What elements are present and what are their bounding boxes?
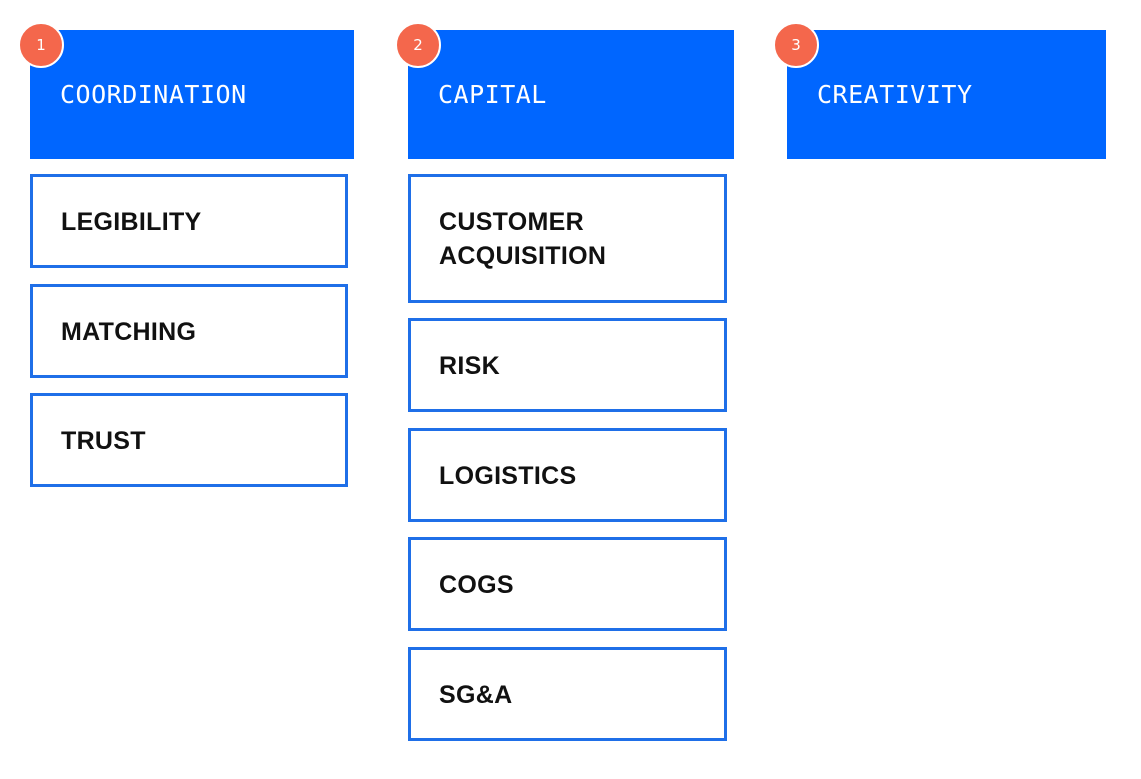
card-label: RISK [439,352,500,380]
card-legibility: LEGIBILITY [30,174,348,268]
column-header-capital: CAPITAL [408,30,734,159]
column-number-badge: 2 [395,22,441,68]
column-header-coordination: COORDINATION [30,30,354,159]
column-header-creativity: CREATIVITY [787,30,1106,159]
card-sga: SG&A [408,647,727,741]
column-title: COORDINATION [60,80,247,109]
card-label: SG&A [439,681,513,709]
column-number-badge: 1 [18,22,64,68]
card-label: LOGISTICS [439,462,577,490]
column-number-badge: 3 [773,22,819,68]
card-logistics: LOGISTICS [408,428,727,522]
card-label: TRUST [61,427,146,455]
card-trust: TRUST [30,393,348,487]
card-label: MATCHING [61,318,197,346]
card-label: LEGIBILITY [61,208,202,236]
column-title: CAPITAL [438,80,547,109]
column-title: CREATIVITY [817,80,973,109]
card-matching: MATCHING [30,284,348,378]
card-label: COGS [439,571,514,599]
card-cogs: COGS [408,537,727,631]
card-label: CUSTOMER ACQUISITION [439,208,607,270]
card-risk: RISK [408,318,727,412]
card-customer-acquisition: CUSTOMER ACQUISITION [408,174,727,303]
